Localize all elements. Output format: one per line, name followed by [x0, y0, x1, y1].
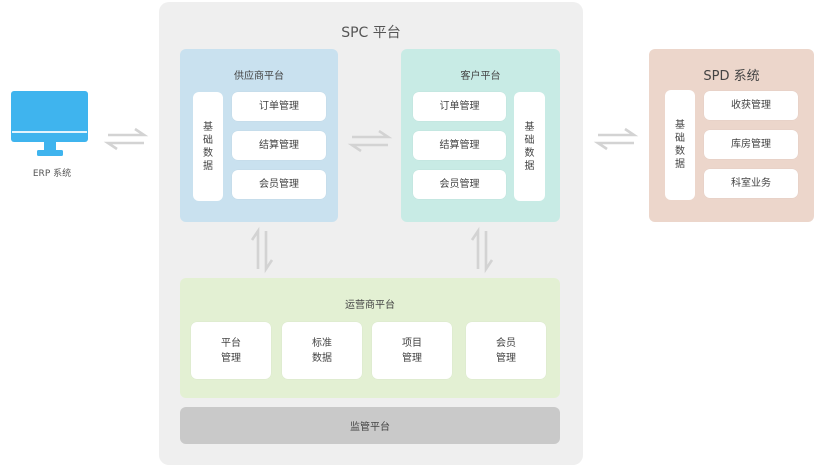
operator-card-line2: 管理: [496, 352, 516, 364]
spd-receiving-card: 收获管理: [704, 91, 798, 120]
vertical-bidirectional-arrow-icon: [470, 226, 494, 274]
operator-title: 运营商平台: [345, 300, 395, 311]
monitor-icon: [11, 91, 88, 156]
supplier-title: 供应商平台: [234, 71, 284, 82]
spd-system: SPD 系统 基础数据 收获管理 库房管理 科室业务: [649, 49, 814, 222]
supplier-member-card: 会员管理: [232, 170, 326, 199]
customer-title: 客户平台: [460, 71, 501, 82]
customer-order-card: 订单管理: [413, 92, 506, 121]
operator-card-line2: 管理: [221, 352, 241, 364]
erp-system: ERP 系统: [0, 0, 100, 190]
bidirectional-arrow-icon: [347, 129, 393, 153]
operator-card-member: 会员 管理: [466, 322, 546, 379]
bidirectional-arrow-icon: [103, 127, 149, 151]
operator-card-line1: 标准: [312, 337, 332, 349]
operator-card-line1: 平台: [221, 337, 241, 349]
operator-platform: 运营商平台 平台 管理 标准 数据 项目 管理 会员 管理: [180, 278, 560, 398]
spd-base-data: 基础数据: [665, 90, 695, 200]
supervision-title: 监管平台: [350, 422, 390, 433]
operator-card-line2: 管理: [402, 352, 422, 364]
customer-member-card: 会员管理: [413, 170, 506, 199]
spd-title: SPD 系统: [703, 69, 760, 84]
operator-card-standard: 标准 数据: [282, 322, 362, 379]
supplier-base-data: 基础数据: [193, 92, 223, 201]
customer-platform: 客户平台 订单管理 结算管理 会员管理 基础数据: [401, 49, 560, 222]
spd-base-data-label: 基础数据: [675, 120, 685, 170]
operator-card-line1: 会员: [496, 337, 516, 349]
customer-base-data: 基础数据: [514, 92, 545, 201]
bidirectional-arrow-icon: [593, 127, 639, 151]
vertical-bidirectional-arrow-icon: [250, 226, 274, 274]
supplier-platform: 供应商平台 基础数据 订单管理 结算管理 会员管理: [180, 49, 338, 222]
spd-department-card: 科室业务: [704, 169, 798, 198]
customer-base-data-label: 基础数据: [524, 121, 535, 172]
erp-label: ERP 系统: [32, 169, 72, 179]
customer-settlement-card: 结算管理: [413, 131, 506, 160]
supplier-settlement-card: 结算管理: [232, 131, 326, 160]
spc-title: SPC 平台: [341, 25, 401, 41]
operator-card-line1: 项目: [402, 337, 422, 349]
supplier-base-data-label: 基础数据: [203, 121, 213, 172]
operator-card-line2: 数据: [312, 352, 332, 364]
operator-card-platform: 平台 管理: [191, 322, 271, 379]
operator-card-project: 项目 管理: [372, 322, 452, 379]
supervision-platform: 监管平台: [180, 407, 560, 444]
spd-warehouse-card: 库房管理: [704, 130, 798, 159]
supplier-order-card: 订单管理: [232, 92, 326, 121]
